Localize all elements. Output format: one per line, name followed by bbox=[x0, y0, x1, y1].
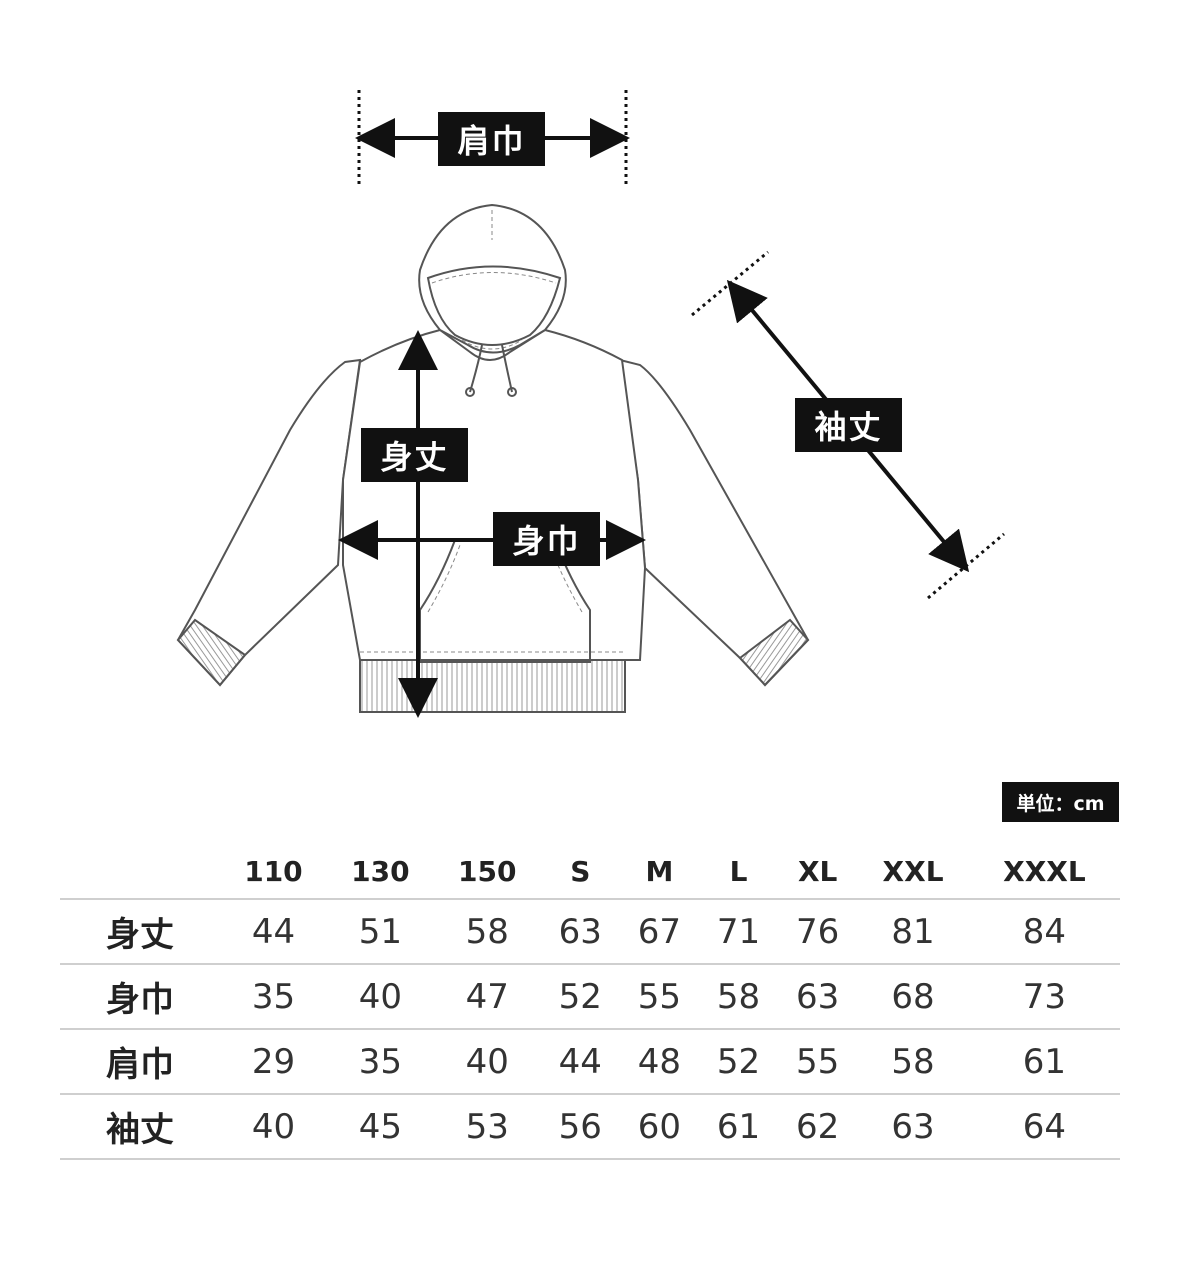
table-cell: 44 bbox=[220, 898, 327, 964]
table-row: 袖丈 40 45 53 56 60 61 62 63 64 bbox=[60, 1093, 1120, 1160]
table-cell: 52 bbox=[540, 963, 620, 1029]
table-cell: 58 bbox=[433, 898, 541, 964]
table-cell: 40 bbox=[326, 963, 434, 1029]
table-cell: 40 bbox=[220, 1093, 327, 1160]
body-length-label: 身丈 bbox=[361, 428, 468, 482]
body-width-label: 身巾 bbox=[493, 512, 600, 566]
table-cell: 76 bbox=[778, 898, 858, 964]
size-header: XXXL bbox=[1003, 855, 1086, 888]
row-label: 肩巾 bbox=[60, 1028, 220, 1094]
size-header: 150 bbox=[458, 855, 517, 888]
table-cell: 53 bbox=[433, 1093, 541, 1160]
size-header-row: 110 130 150 S M L XL XXL XXXL bbox=[60, 845, 1120, 899]
table-cell: 67 bbox=[619, 898, 699, 964]
table-cell: 56 bbox=[540, 1093, 620, 1160]
table-cell: 58 bbox=[698, 963, 779, 1029]
table-cell: 63 bbox=[540, 898, 620, 964]
corner-cell bbox=[60, 845, 220, 899]
size-header: S bbox=[570, 855, 591, 888]
table-cell: 44 bbox=[540, 1028, 620, 1094]
table-row: 身巾 35 40 47 52 55 58 63 68 73 bbox=[60, 963, 1120, 1029]
table-cell: 68 bbox=[857, 963, 969, 1029]
table-cell: 73 bbox=[968, 963, 1120, 1029]
table-cell: 62 bbox=[778, 1093, 858, 1160]
size-header: 130 bbox=[351, 855, 410, 888]
size-header: XL bbox=[797, 855, 838, 888]
table-cell: 63 bbox=[778, 963, 858, 1029]
size-table: 110 130 150 S M L XL XXL XXXL 身丈 44 51 5… bbox=[60, 845, 1120, 1160]
shoulder-label: 肩巾 bbox=[438, 112, 545, 166]
row-label: 袖丈 bbox=[60, 1093, 220, 1160]
sleeve-label: 袖丈 bbox=[795, 398, 902, 452]
table-cell: 61 bbox=[968, 1028, 1120, 1094]
table-cell: 47 bbox=[433, 963, 541, 1029]
table-cell: 51 bbox=[326, 898, 434, 964]
table-cell: 58 bbox=[857, 1028, 969, 1094]
table-cell: 45 bbox=[326, 1093, 434, 1160]
drawstrings bbox=[465, 344, 517, 397]
table-cell: 35 bbox=[326, 1028, 434, 1094]
hoodie-outline bbox=[176, 203, 810, 713]
table-cell: 48 bbox=[619, 1028, 699, 1094]
size-header: L bbox=[729, 855, 748, 888]
table-row: 肩巾 29 35 40 44 48 52 55 58 61 bbox=[60, 1028, 1120, 1094]
hoodie-diagram bbox=[176, 90, 1005, 718]
table-cell: 55 bbox=[619, 963, 699, 1029]
table-cell: 52 bbox=[698, 1028, 779, 1094]
size-header: M bbox=[645, 855, 674, 888]
table-cell: 61 bbox=[698, 1093, 779, 1160]
table-cell: 71 bbox=[698, 898, 779, 964]
table-cell: 63 bbox=[857, 1093, 969, 1160]
unit-badge: 単位：cm bbox=[1002, 782, 1119, 822]
table-cell: 35 bbox=[220, 963, 327, 1029]
row-label: 身丈 bbox=[60, 898, 220, 964]
table-cell: 29 bbox=[220, 1028, 327, 1094]
table-row: 身丈 44 51 58 63 67 71 76 81 84 bbox=[60, 898, 1120, 964]
table-cell: 81 bbox=[857, 898, 969, 964]
table-cell: 84 bbox=[968, 898, 1120, 964]
row-label: 身巾 bbox=[60, 963, 220, 1029]
size-header: XXL bbox=[882, 855, 944, 888]
table-cell: 64 bbox=[968, 1093, 1120, 1160]
table-cell: 55 bbox=[778, 1028, 858, 1094]
table-cell: 40 bbox=[433, 1028, 541, 1094]
size-header: 110 bbox=[244, 855, 303, 888]
table-cell: 60 bbox=[619, 1093, 699, 1160]
